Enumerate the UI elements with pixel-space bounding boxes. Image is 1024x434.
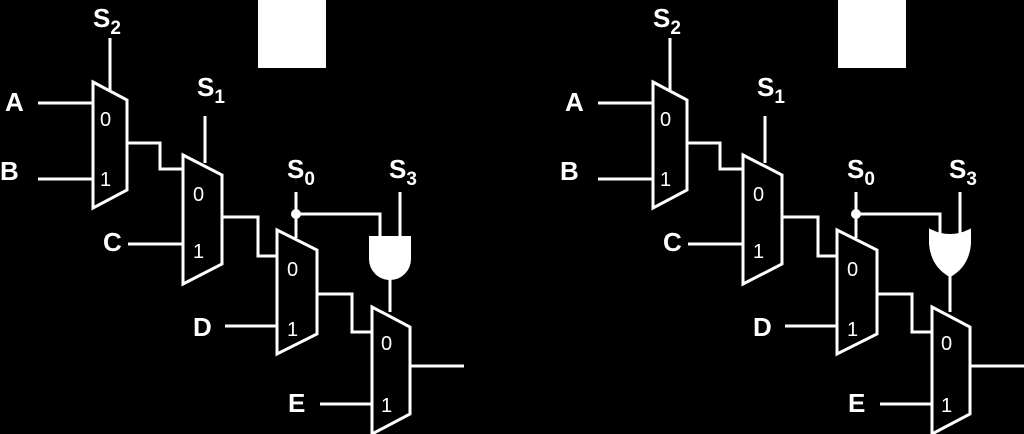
mux-3-port-0: 0	[847, 259, 858, 281]
mux-3-port-1: 1	[847, 319, 858, 341]
select-label-s2: S2	[653, 3, 681, 39]
mux-2: 0 1	[181, 152, 224, 287]
mux-3-port-0: 0	[287, 259, 298, 281]
junction-dot	[851, 209, 861, 219]
select-label-s0: S0	[287, 154, 315, 190]
blank-answer-box	[258, 0, 326, 68]
mux-1-port-0: 0	[660, 109, 671, 131]
input-label-d: D	[193, 312, 212, 342]
mux-2-port-0: 0	[193, 184, 204, 206]
blank-answer-box	[838, 0, 906, 68]
mux-4: 0 1	[370, 304, 412, 434]
and-gate	[369, 236, 411, 280]
select-label-s1: S1	[757, 72, 785, 108]
mux-2-port-1: 1	[193, 241, 204, 263]
junction-dot	[291, 209, 301, 219]
input-label-d: D	[753, 312, 772, 342]
mux-2-port-0: 0	[753, 184, 764, 206]
input-label-a: A	[5, 87, 24, 117]
input-label-e: E	[288, 388, 305, 418]
select-label-s3: S3	[949, 154, 977, 190]
wires	[598, 38, 1024, 406]
mux-1-port-1: 1	[660, 169, 671, 191]
mux-4-port-1: 1	[941, 395, 952, 417]
mux-4: 0 1	[930, 304, 972, 434]
select-label-s3: S3	[389, 154, 417, 190]
mux-3: 0 1	[835, 227, 879, 357]
select-label-s1: S1	[197, 72, 225, 108]
input-label-b: B	[560, 156, 579, 186]
mux-1-port-1: 1	[100, 169, 111, 191]
mux-1: 0 1	[651, 79, 689, 211]
mux-2: 0 1	[741, 152, 784, 287]
mux-4-port-0: 0	[941, 333, 952, 355]
input-label-c: C	[663, 227, 682, 257]
circuit-left: S2 S1 S0 S3 A B C D E	[0, 0, 464, 434]
mux-2-port-1: 1	[753, 241, 764, 263]
wires	[38, 38, 464, 406]
mux-1: 0 1	[91, 79, 129, 211]
select-label-s2: S2	[93, 3, 121, 39]
input-label-c: C	[103, 227, 122, 257]
select-label-s0: S0	[847, 154, 875, 190]
mux-3-port-1: 1	[287, 319, 298, 341]
input-label-e: E	[848, 388, 865, 418]
input-label-b: B	[0, 156, 19, 186]
or-gate	[929, 228, 971, 278]
mux-1-port-0: 0	[100, 109, 111, 131]
circuit-right: S2 S1 S0 S3 A B C D E 0	[560, 0, 1024, 434]
mux-3: 0 1	[275, 227, 319, 357]
input-label-a: A	[565, 87, 584, 117]
mux-4-port-0: 0	[381, 333, 392, 355]
mux-4-port-1: 1	[381, 395, 392, 417]
